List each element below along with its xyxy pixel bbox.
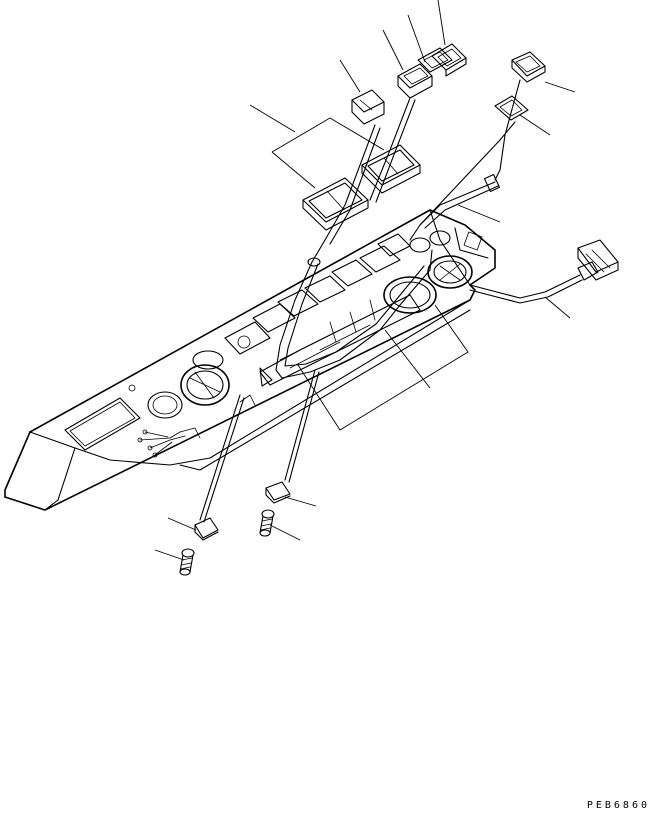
bezel-frame-right [494,95,529,121]
screw-right [259,509,275,537]
switch-right-top [511,51,546,83]
gauge-pair-right [329,230,473,343]
rotary-knob [180,350,230,406]
leader-lines [154,0,576,561]
rocker-switch-large-right [361,144,421,194]
switch-small-single [351,89,385,125]
dashboard-console-panel [4,209,496,511]
panel-switch-sockets [224,233,421,387]
switch-triple-stack [397,43,467,99]
rocker-switch-large-left [302,177,369,231]
drawing-reference-code: PEB6860 [586,800,650,811]
harness-clip-right [265,481,291,504]
screw-left [179,548,195,576]
harness-clip-left [194,517,219,541]
wiring-harness [199,79,619,523]
gauge-small [128,384,183,419]
display-window [64,397,141,451]
